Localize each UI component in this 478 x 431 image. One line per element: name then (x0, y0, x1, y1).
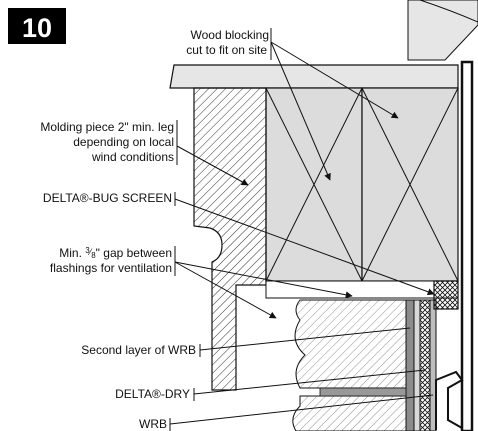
figure-number-badge (8, 8, 66, 44)
label-second-wrb: Second layer of WRB (81, 343, 196, 357)
leader-gap-arrow1 (174, 261, 353, 299)
figure-number: 10 (22, 13, 52, 43)
leader-wood-blocking-arrow2 (270, 41, 399, 119)
label-gap-1: Min. 3⁄8" gap between (59, 246, 172, 260)
upper-arc (419, 0, 478, 23)
label-molding-2: depending on local (73, 135, 174, 149)
gap-fraction-numerator: 3 (85, 246, 90, 255)
blocking-right-diag2 (361, 87, 459, 282)
bug-screen (433, 280, 459, 310)
siding-profile (435, 370, 464, 430)
sheathing-band (319, 387, 407, 397)
wrb-layer-dark (405, 299, 415, 431)
gap-fraction-slash: ⁄ (88, 247, 93, 257)
leader-wrb-line (169, 394, 434, 425)
label-gap-2: flashings for ventilation (50, 261, 172, 275)
window-frame (460, 60, 474, 431)
label-delta-dry: DELTA®-DRY (115, 387, 190, 401)
gap-fraction-denominator: 8 (91, 251, 96, 260)
label-bug-screen: DELTA®-BUG SCREEN (43, 191, 172, 205)
label-wood-blocking-2: cut to fit on site (186, 43, 267, 57)
leader-molding-arrow (176, 145, 249, 186)
label-molding-3: wind conditions (91, 150, 174, 164)
flashing-strip (265, 280, 459, 299)
leader-wood-blocking-arrow1 (270, 41, 331, 181)
sill-top-shape (407, 0, 478, 61)
leader-gap-arrow2 (174, 261, 277, 319)
wall-sheathing-upper (294, 299, 407, 389)
delta-dry-layer (419, 299, 431, 431)
label-wrb: WRB (139, 417, 167, 431)
wrb-outer-layer (429, 299, 437, 431)
wrb-layer-light (413, 299, 421, 431)
wall-sheathing-lower (292, 395, 407, 431)
label-gap-prefix: Min. (59, 246, 85, 260)
leader-bug-screen-arrow (174, 198, 435, 296)
leader-second-wrb-line (199, 327, 411, 351)
cap-plate (169, 64, 459, 89)
molding-piece (193, 87, 267, 391)
label-wood-blocking-1: Wood blocking (191, 28, 270, 42)
blocking-left-diag2 (265, 87, 363, 282)
label-gap-suffix: " gap between (96, 246, 172, 260)
leader-delta-dry-line (193, 369, 426, 395)
label-molding-1: Molding piece 2" min. leg (40, 120, 174, 134)
